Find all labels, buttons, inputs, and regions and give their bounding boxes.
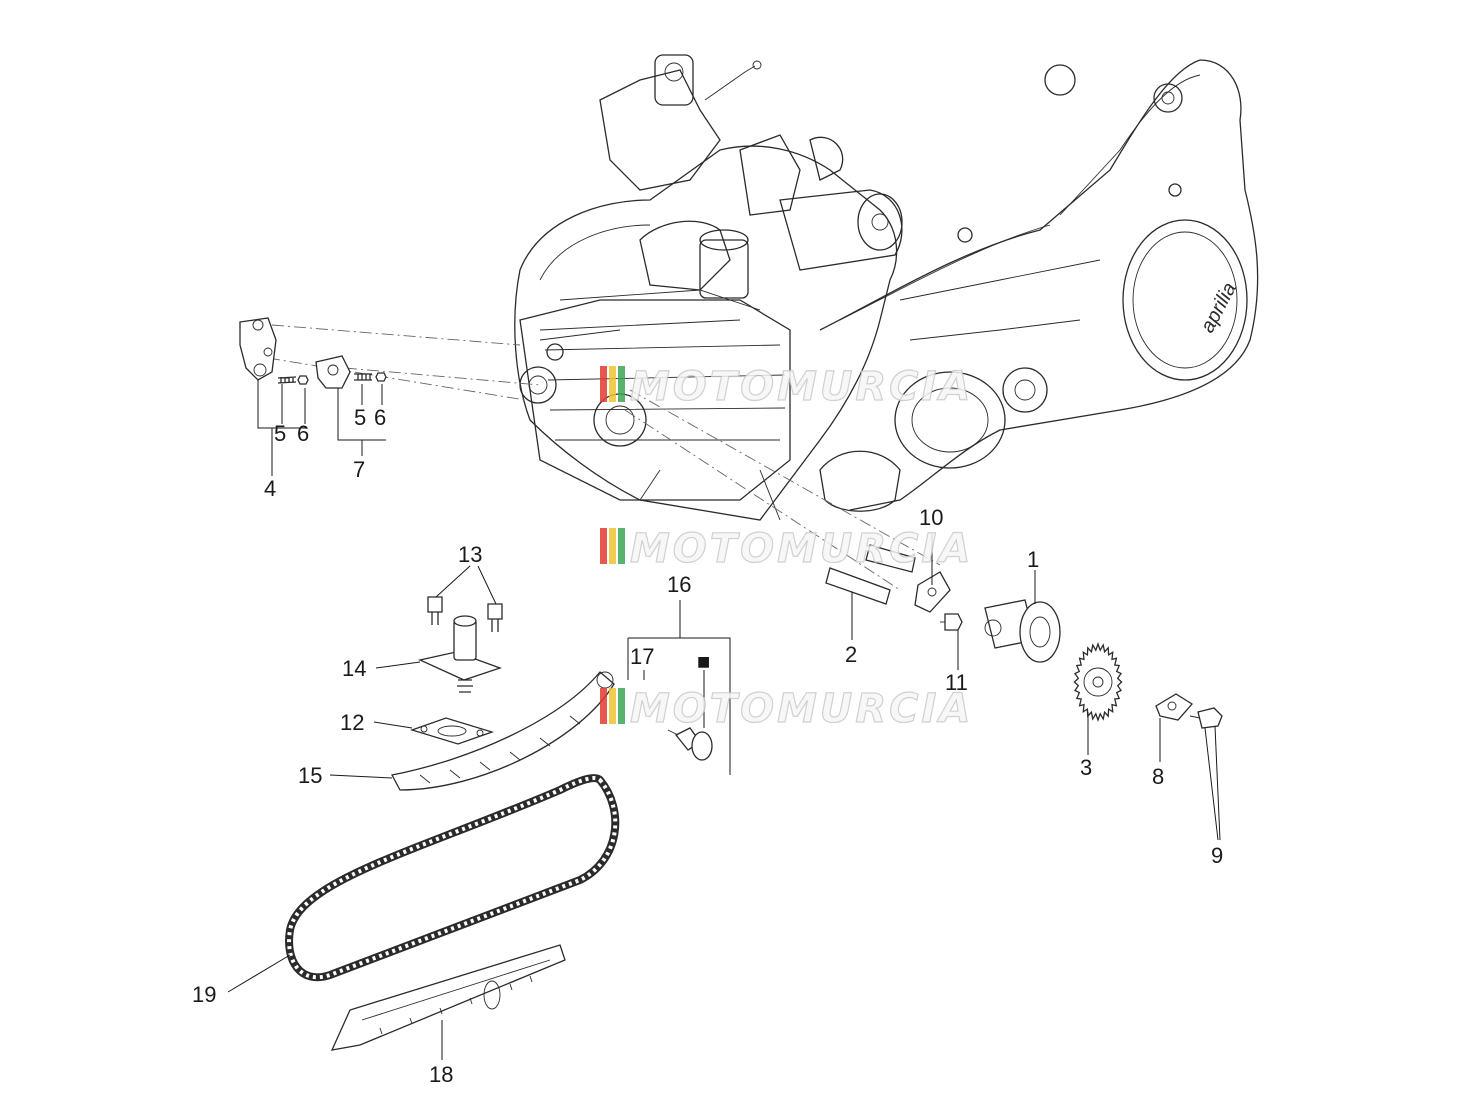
assembly-dash-lines <box>267 324 941 591</box>
callout-6a: 6 <box>297 421 309 446</box>
watermark-2: MOTOMURCIA <box>600 525 973 573</box>
callout-14: 14 <box>342 656 366 681</box>
washer-8 <box>1155 693 1193 721</box>
kit-box-16 <box>627 600 731 775</box>
timing-chain-19 <box>285 774 620 982</box>
chain-guide-18 <box>330 944 566 1051</box>
callout-6b: 6 <box>374 405 386 430</box>
rocker-arm-4 <box>239 317 309 385</box>
chain-tensioner-14 <box>417 615 502 693</box>
kit-marker: ■ <box>697 654 710 670</box>
watermark-text: MOTOMURCIA <box>630 686 973 732</box>
watermark-3: MOTOMURCIA <box>600 685 973 733</box>
watermark-text: MOTOMURCIA <box>630 364 973 410</box>
leader-lines <box>227 380 1221 1060</box>
callout-2: 2 <box>845 642 857 667</box>
callout-5b: 5 <box>354 405 366 430</box>
callout-1: 1 <box>1027 547 1039 572</box>
watermark-text: MOTOMURCIA <box>630 526 973 572</box>
pivot-screw-17 <box>667 727 713 761</box>
rocker-arm-7 <box>315 355 387 389</box>
bolts-13 <box>427 596 503 632</box>
tensioner-slider-15 <box>391 671 615 791</box>
callout-18: 18 <box>429 1062 453 1087</box>
engine-assembly: aprilia <box>514 54 1259 521</box>
gasket-12 <box>409 717 495 745</box>
rocker-pins-2 <box>825 544 916 605</box>
callout-17: 17 <box>630 644 654 669</box>
callout-13: 13 <box>458 542 482 567</box>
callout-3: 3 <box>1080 755 1092 780</box>
callout-5a: 5 <box>274 421 286 446</box>
watermark-1: MOTOMURCIA <box>600 363 973 411</box>
callout-4: 4 <box>264 476 276 501</box>
callout-labels: 1 2 3 4 5 6 5 6 7 8 9 10 11 12 13 14 15 … <box>192 405 1223 1087</box>
callout-11: 11 <box>945 670 968 695</box>
cam-sprocket-3 <box>1073 642 1123 722</box>
callout-9: 9 <box>1211 843 1223 868</box>
callout-16: 16 <box>667 572 691 597</box>
callout-12: 12 <box>340 710 364 735</box>
camshaft-1 <box>984 599 1061 663</box>
callout-19: 19 <box>192 982 216 1007</box>
retaining-plate-10 <box>914 571 951 613</box>
cover-brand-label: aprilia <box>1197 279 1241 336</box>
callout-10: 10 <box>919 505 943 530</box>
callout-7: 7 <box>353 457 365 482</box>
bolt-9 <box>1189 707 1223 729</box>
screw-11 <box>940 613 963 631</box>
callout-15: 15 <box>298 763 322 788</box>
callout-8: 8 <box>1152 764 1164 789</box>
